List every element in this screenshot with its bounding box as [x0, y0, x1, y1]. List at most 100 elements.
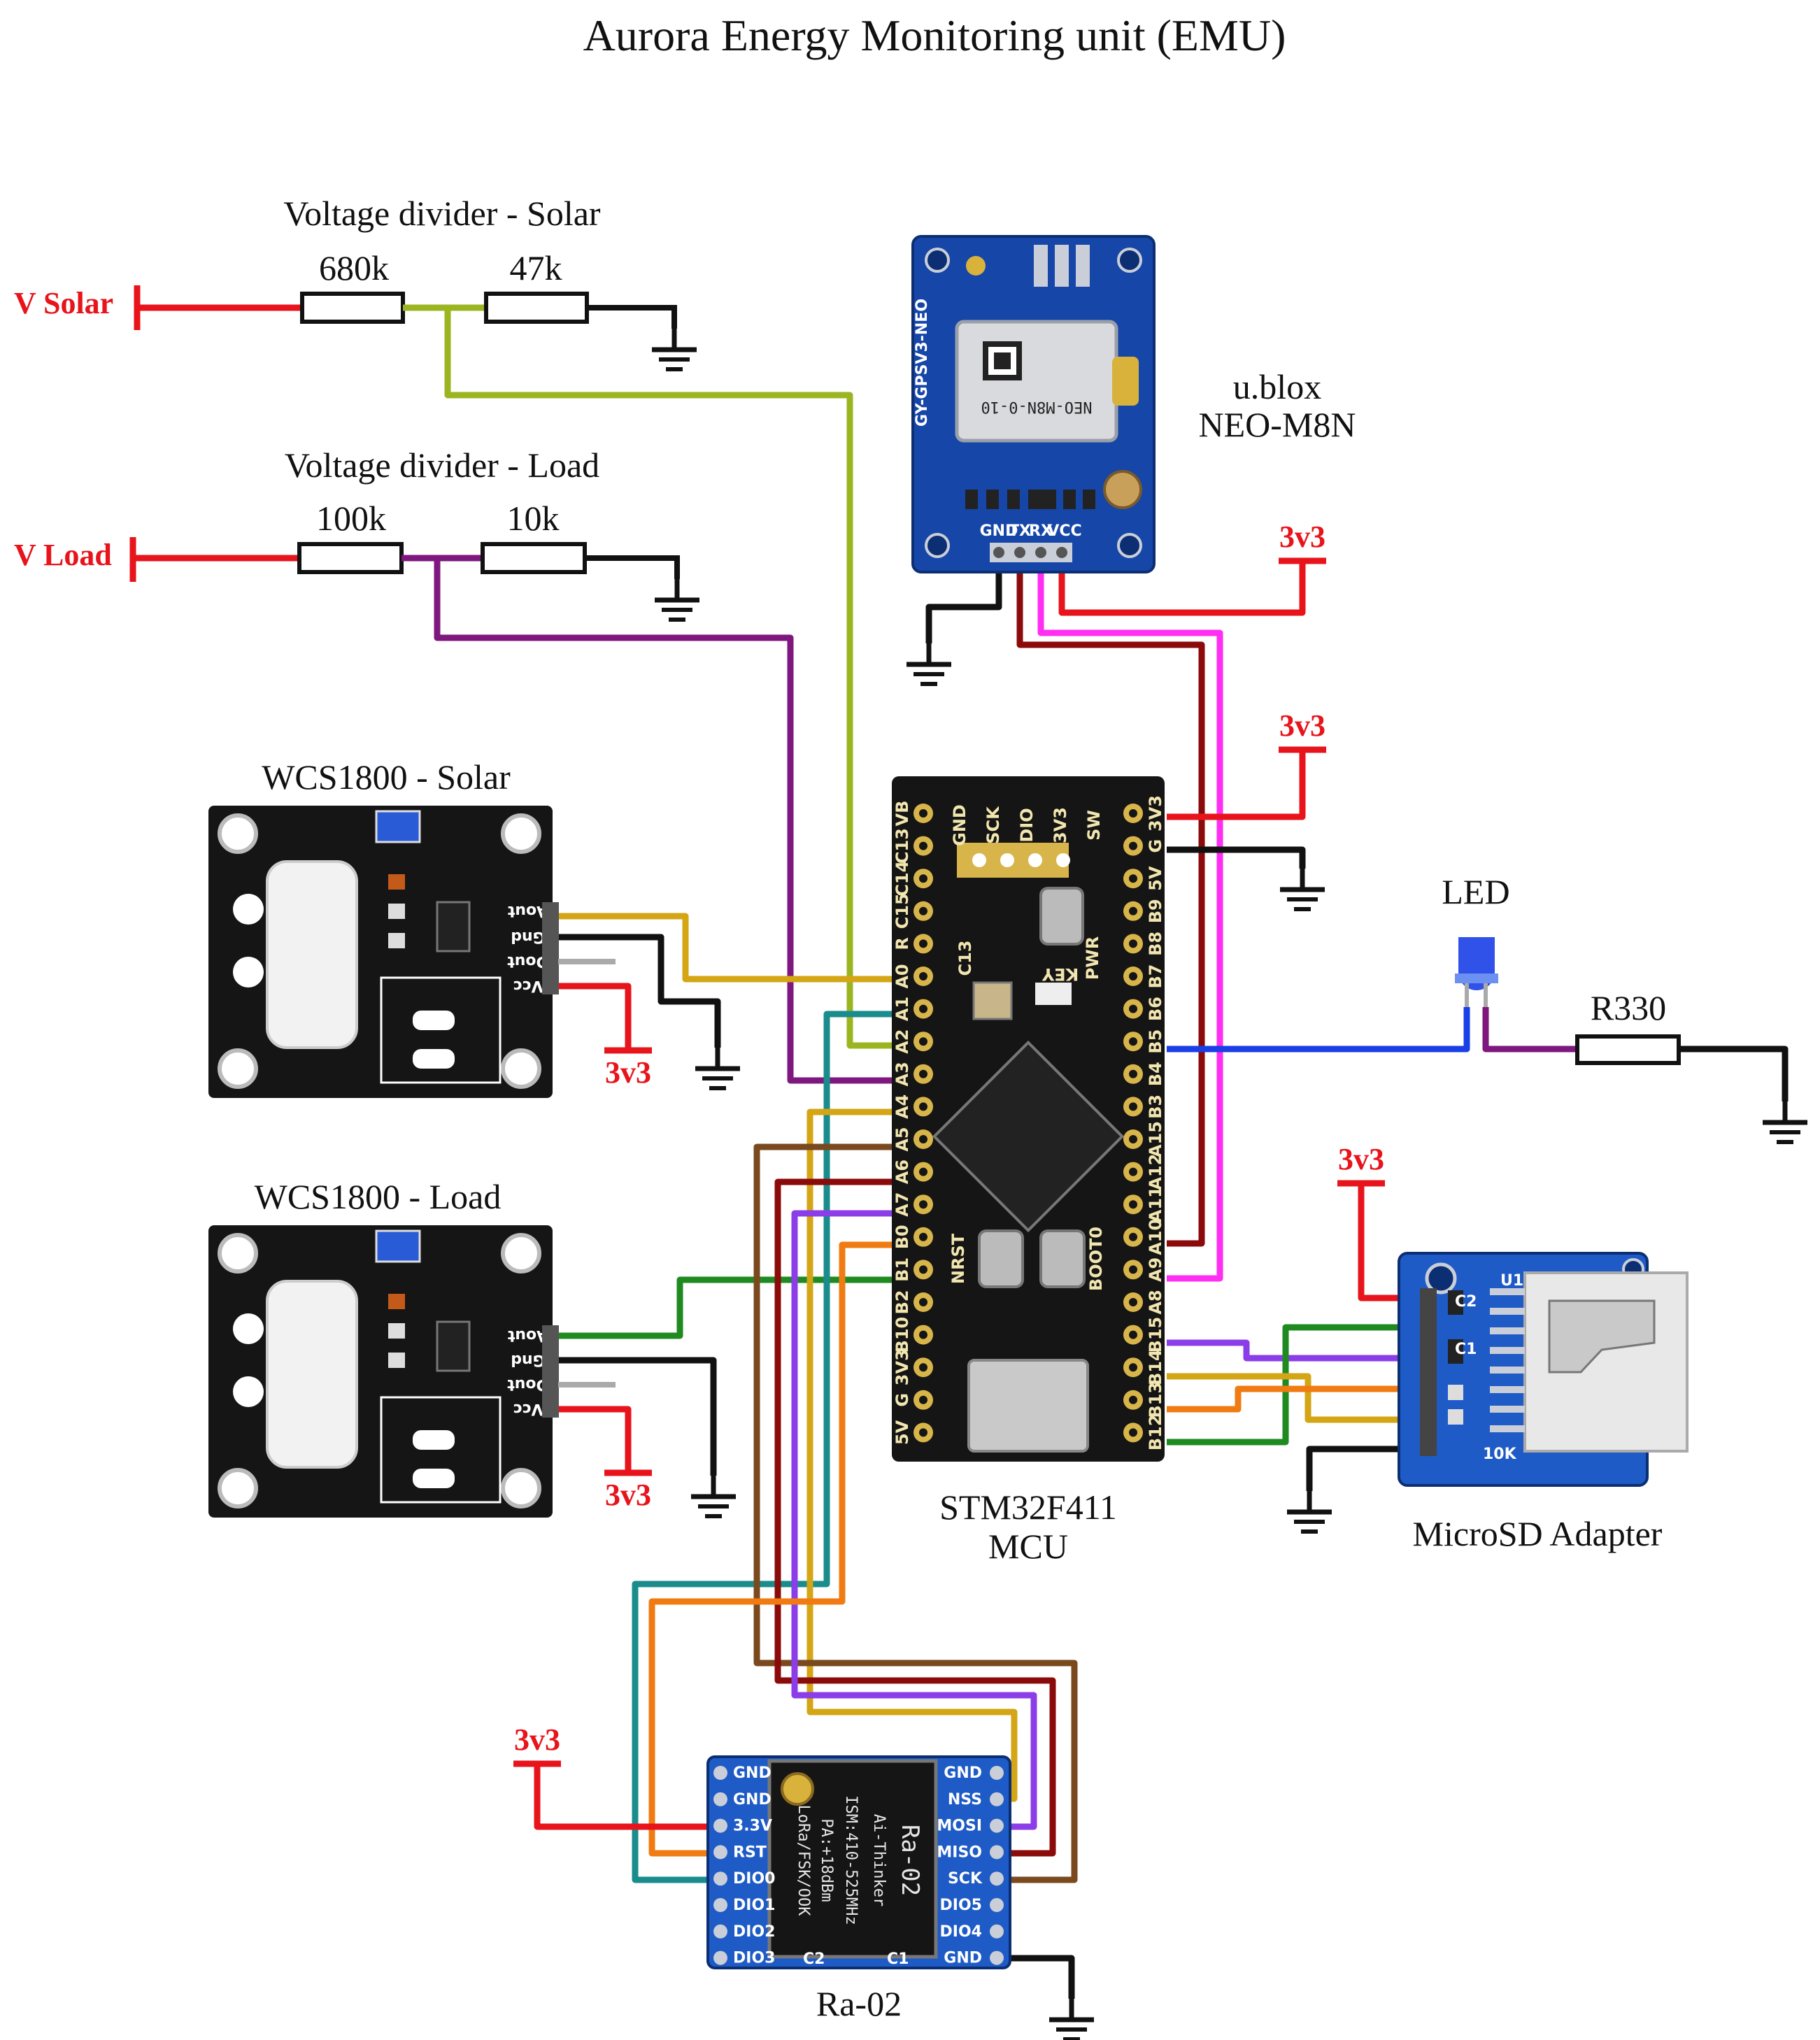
wcs-solar-3v3-label: 3v3 — [605, 1055, 651, 1090]
mcu-right-pin-label: B15 — [1146, 1317, 1165, 1353]
lora-left-pin-pad — [713, 1818, 727, 1833]
gps-pin-gnd: GND — [980, 522, 1018, 540]
mcu-label-nrst: NRST — [948, 1233, 968, 1284]
sd-label-c1: C1 — [1455, 1341, 1477, 1358]
wire-led-gnd — [1679, 1046, 1789, 1101]
mcu-right-pin-label: A12 — [1146, 1154, 1165, 1190]
mcu-top-pin-sw: SW — [1084, 810, 1104, 841]
wcs-load-pin-gnd: Gnd — [511, 1351, 545, 1369]
wcs-load-pin-dout: Dout — [507, 1376, 549, 1393]
lora-right-pin-label: MOSI — [937, 1818, 982, 1835]
mcu-left-pin-label: A5 — [893, 1127, 912, 1151]
wcs1800-load: WCS1800 - Load Aout Gnd Dout Vcc — [208, 1177, 616, 1518]
lora-right-pin-label: MISO — [937, 1843, 982, 1861]
lora-right-pin-label: GND — [944, 1950, 982, 1967]
gps-module: NEO-M8N-0-10 GY-GPSV3-NEO GND TX RX VCC … — [911, 235, 1356, 573]
lora-left-pin-pad — [713, 1845, 727, 1860]
wire-wcs-solar-aout — [553, 913, 923, 983]
mcu-left-pin-label: B0 — [893, 1225, 912, 1249]
wcs-solar-pin-dout: Dout — [507, 953, 549, 970]
wire-sd-b12 — [1167, 1324, 1427, 1446]
wire-gps-vcc — [1058, 556, 1306, 616]
resistor-680k-label: 680k — [319, 248, 389, 287]
voltage-divider-load: Voltage divider - Load V Load 100k 10k — [14, 445, 699, 620]
wire-sd-b13 — [1167, 1385, 1427, 1413]
mcu-left-pin-label: A2 — [893, 1029, 912, 1054]
wcs-solar-trimpot — [375, 810, 421, 843]
gps-3v3-label: 3v3 — [1279, 520, 1325, 554]
mcu-right-pin-label: G — [1146, 839, 1165, 853]
mcu-left-pin-label: A1 — [893, 997, 912, 1021]
gps-chip-text: NEO-M8N-0-10 — [981, 398, 1093, 415]
wire-led-b5 — [1167, 1007, 1470, 1053]
mcu-right-pin-label: B8 — [1146, 932, 1165, 956]
wcs-solar-pin-aout: Aout — [507, 902, 548, 920]
mcu-left-pin-label: B1 — [893, 1257, 912, 1282]
mcu-right-pin-label: B4 — [1146, 1062, 1165, 1086]
wire-lora-sck — [753, 1143, 1078, 1883]
mcu-left-pin-label: G — [893, 1393, 912, 1407]
mcu-left-pin-label: R — [893, 937, 912, 950]
mcu-usb-c — [967, 1359, 1089, 1453]
mcu-top-pin-dio: DIO — [1017, 808, 1037, 842]
wcs-solar-pin-gnd: Gnd — [511, 928, 545, 946]
stm32-mcu: GND SCK DIO 3V3 SW C13 KEY PWR NRST BOOT… — [892, 776, 1165, 1566]
lora-right-pin-pad — [990, 1871, 1004, 1886]
wire-lora-gnd — [997, 1955, 1075, 1999]
led-circuit: LED R330 — [1442, 872, 1807, 1142]
mcu-left-pin-label: C15 — [893, 893, 912, 929]
wcs-load-3v3-label: 3v3 — [605, 1478, 651, 1512]
ground-icon — [691, 1476, 736, 1516]
wire-solar-divider-a2 — [444, 308, 923, 1049]
lora-bottom-label-c2: C2 — [803, 1950, 825, 1968]
mcu-left-pin-label: C14 — [893, 861, 912, 897]
ground-icon — [695, 1048, 740, 1088]
lora-left-pin-label: RST — [733, 1843, 767, 1861]
wcs-solar-pin-vcc: Vcc — [513, 977, 543, 994]
lora-right-pin-pad — [990, 1766, 1004, 1780]
mcu-chip — [932, 1040, 1125, 1233]
resistor-680k — [300, 292, 405, 324]
lora-bottom-label-c1: C1 — [887, 1950, 909, 1968]
gps-pin-rx: RX — [1029, 522, 1053, 540]
wire-led-r — [1482, 1007, 1577, 1053]
mcu-right-pin-label: A15 — [1146, 1121, 1165, 1157]
resistor-r330 — [1575, 1034, 1681, 1065]
lora-right-pin-label: DIO5 — [940, 1897, 982, 1914]
wire-gps-gnd — [925, 556, 1002, 643]
wcs-load-trimpot — [375, 1229, 421, 1263]
mcu-right-pin-label: B9 — [1146, 899, 1165, 923]
voltage-divider-solar-title: Voltage divider - Solar — [283, 194, 600, 233]
wire-lora-dio0 — [632, 1011, 923, 1883]
wcs-solar-title: WCS1800 - Solar — [262, 757, 511, 797]
lora-left-pin-label: DIO0 — [733, 1870, 775, 1888]
lora-right-pin-pad — [990, 1792, 1004, 1806]
lora-right-pin-label: NSS — [948, 1791, 982, 1809]
mcu-key-button — [1039, 887, 1084, 946]
mcu-right-pin-label: A9 — [1146, 1257, 1165, 1282]
wire-sd-b15 — [1167, 1339, 1427, 1362]
gps-title-line1: u.blox — [1233, 367, 1321, 406]
wcs-load-title: WCS1800 - Load — [255, 1177, 502, 1216]
mcu-left-pin-label: B10 — [893, 1317, 912, 1353]
ground-icon — [652, 329, 697, 369]
voltage-divider-solar: Voltage divider - Solar V Solar 680k 47k — [14, 194, 697, 369]
diagram-title: Aurora Energy Monitoring unit (EMU) — [583, 10, 1286, 60]
mcu-nrst-button — [978, 1229, 1024, 1288]
lora-left-pin-label: DIO3 — [733, 1950, 775, 1967]
mcu-right-pin-label: 5V — [1146, 866, 1165, 891]
mcu-label-boot0: BOOT0 — [1086, 1227, 1106, 1291]
mcu-label-c13: C13 — [955, 940, 975, 976]
wire-lora-rst — [648, 1241, 923, 1857]
mcu-left-pin-label: A3 — [893, 1062, 912, 1086]
mcu-right-pin-label: B12 — [1146, 1415, 1165, 1451]
lora-title: Ra-02 — [816, 1984, 902, 2023]
gps-pin-vcc: VCC — [1047, 522, 1081, 540]
resistor-100k — [297, 542, 404, 574]
mcu-title-line2: MCU — [988, 1527, 1068, 1566]
lora-right-pin-pad — [990, 1924, 1004, 1939]
wire-gps-tx — [1016, 556, 1205, 1247]
wcs-load-pin-aout: Aout — [507, 1327, 548, 1344]
lora-right-pin-label: SCK — [948, 1870, 983, 1888]
gps-chip — [955, 320, 1118, 443]
